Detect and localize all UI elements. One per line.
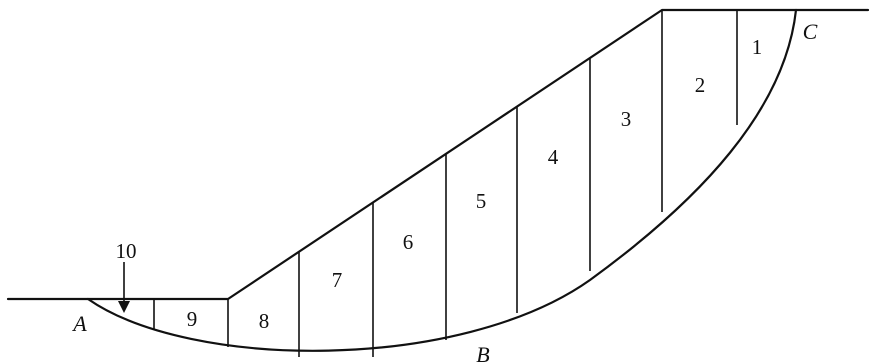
slice-label-9: 9 [187, 307, 198, 331]
slice-label-8: 8 [259, 309, 270, 333]
ground-surface [6, 8, 870, 301]
slice-label-10: 10 [116, 239, 137, 263]
point-label-a: A [71, 311, 87, 336]
point-label-c: C [803, 19, 818, 44]
slice-label-1: 1 [752, 35, 763, 59]
slice-label-7: 7 [332, 268, 343, 292]
slice-label-2: 2 [695, 73, 706, 97]
slip-surface-arc [86, 8, 798, 352]
slice-label-4: 4 [548, 145, 559, 169]
slice-label-5: 5 [476, 189, 487, 213]
point-label-b: B [476, 342, 489, 364]
slice-label-6: 6 [403, 230, 414, 254]
slice-label-3: 3 [621, 107, 632, 131]
slice-10-arrowhead [118, 301, 130, 313]
